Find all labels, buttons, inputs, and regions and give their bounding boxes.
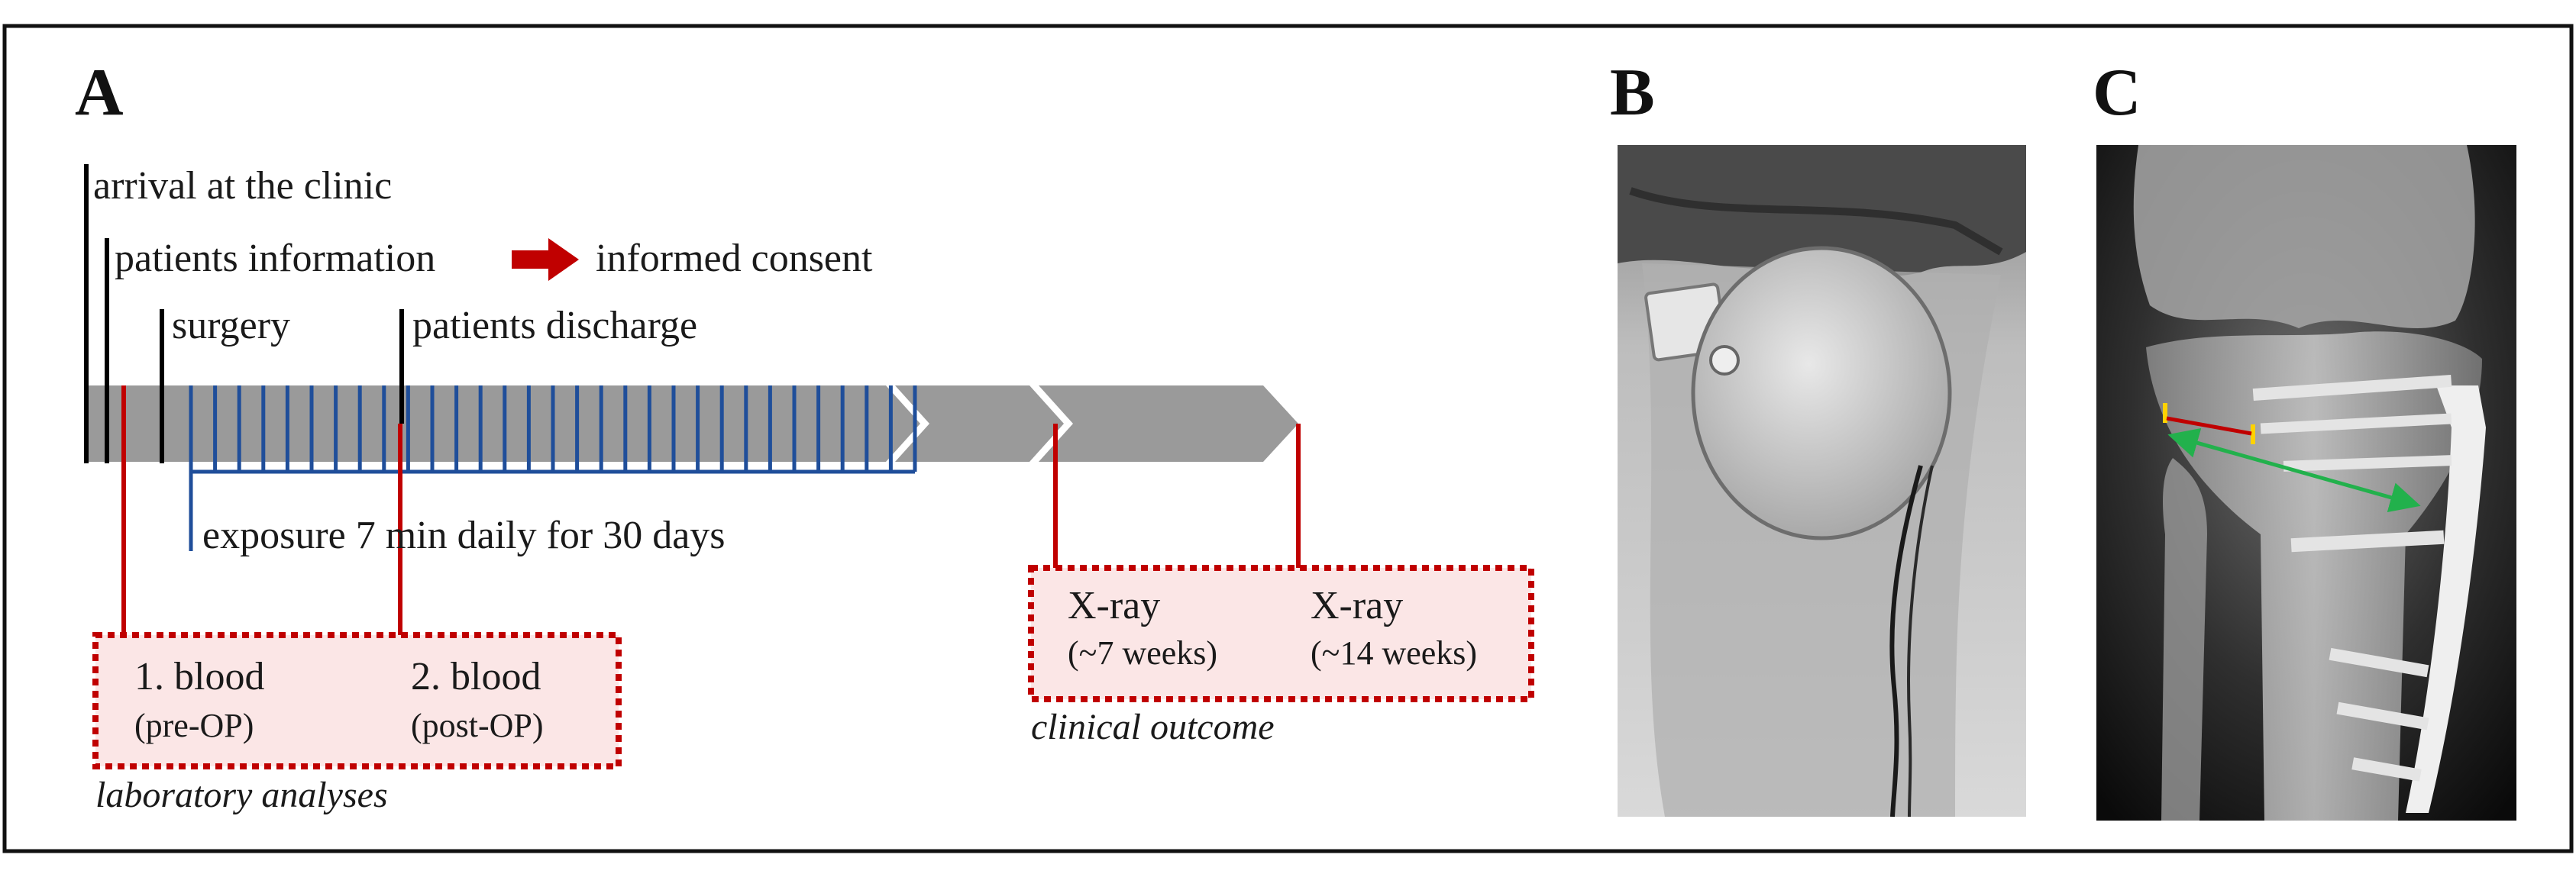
xray-screw [2252, 374, 2452, 402]
panel-a-letter: A [75, 56, 124, 130]
xray-marker-green [2167, 427, 2421, 513]
xray2-sublabel: (~14 weeks) [1311, 634, 1477, 672]
timeline-segment-2 [895, 385, 1064, 462]
panel-c: C [2093, 56, 2516, 821]
discharge-label: patients discharge [412, 304, 697, 347]
blood2-sublabel: (post-OP) [411, 707, 544, 744]
laboratory-box [92, 632, 622, 769]
xray-screw [2351, 757, 2422, 782]
panel-b: B [1610, 56, 2026, 818]
xray-fibula [2161, 458, 2207, 821]
xray2-label: X-ray [1311, 584, 1403, 627]
photo-cable-2 [1907, 465, 1934, 818]
xray-screw [2329, 647, 2429, 678]
consent-label: informed consent [596, 237, 873, 280]
xray1-sublabel: (~7 weeks) [1068, 634, 1217, 672]
xray-femur [2133, 145, 2475, 328]
blood1-sublabel: (pre-OP) [134, 707, 254, 744]
panel-c-letter: C [2093, 56, 2141, 130]
clinical-caption: clinical outcome [1031, 707, 1275, 747]
photo-cloth-fold [1629, 187, 2003, 256]
xray-image [2096, 145, 2516, 821]
figure-frame [2, 24, 2574, 853]
timeline-segment-3 [1039, 385, 1298, 462]
clinical-box [1028, 565, 1534, 702]
xray-plate [2406, 385, 2486, 813]
xray-screw [2290, 530, 2445, 553]
xray1-label: X-ray [1068, 584, 1160, 627]
arrival-label: arrival at the clinic [93, 164, 392, 208]
information-label: patients information [115, 237, 435, 280]
photo-device-knob [1709, 345, 1740, 376]
photo-cable [1889, 465, 1923, 818]
exposure-comb [189, 385, 917, 551]
surgery-label: surgery [172, 304, 290, 347]
xray-screw [2336, 701, 2429, 730]
blood2-label: 2. blood [411, 655, 541, 698]
timeline-bar [84, 385, 1298, 462]
exposure-label: exposure 7 min daily for 30 days [202, 514, 726, 557]
panel-a: A arrival at the clinic patients informa… [75, 56, 1534, 815]
panel-b-letter: B [1610, 56, 1655, 130]
consent-arrow-icon [512, 238, 579, 281]
laboratory-caption: laboratory analyses [95, 775, 388, 815]
device-photo [1618, 145, 2026, 818]
timeline-segment-1 [84, 385, 920, 462]
photo-device-pad [1691, 246, 1952, 540]
blood1-label: 1. blood [134, 655, 264, 698]
